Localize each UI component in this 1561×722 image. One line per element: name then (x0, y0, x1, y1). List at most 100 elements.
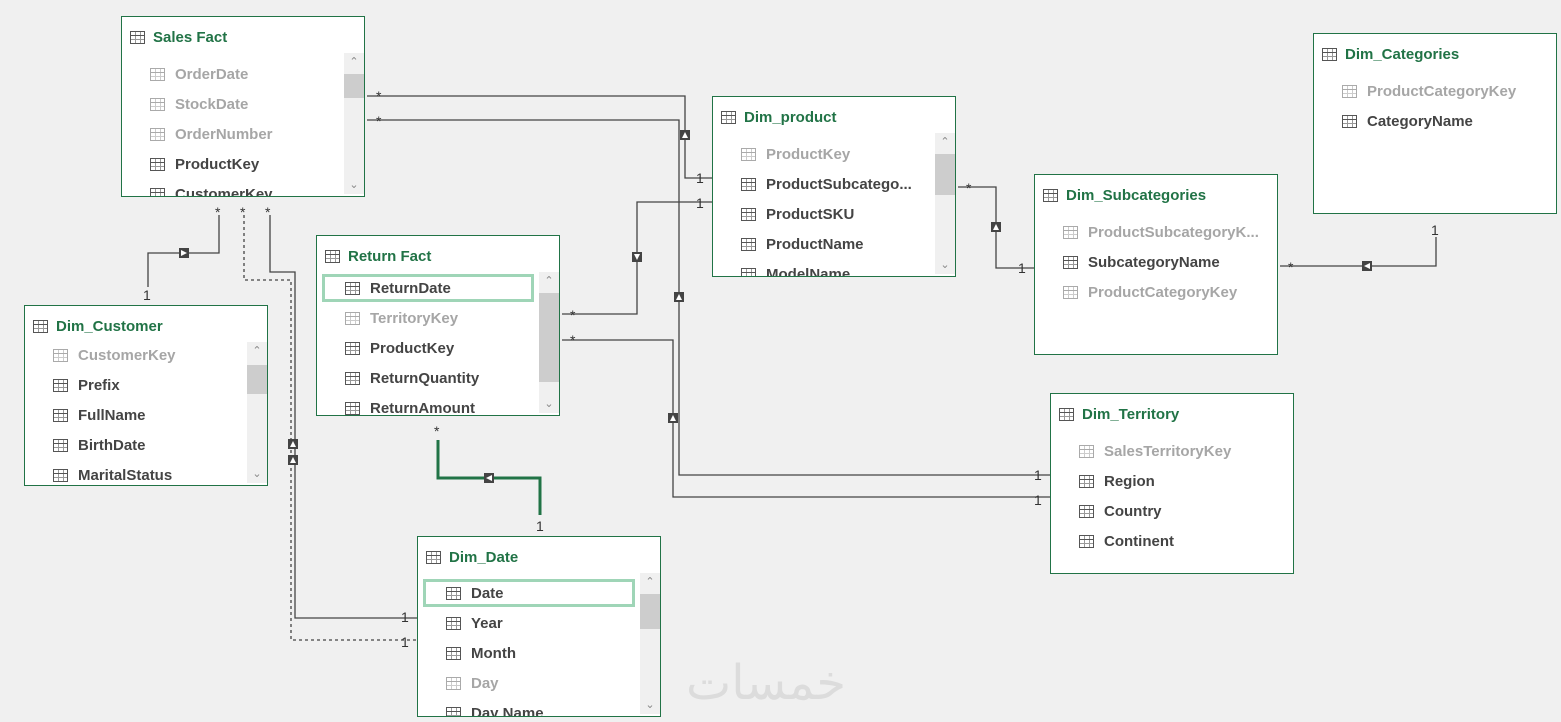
scrollbar[interactable]: ⌃⌄ (344, 53, 364, 194)
scroll-up-icon[interactable]: ⌃ (645, 576, 655, 588)
table-title[interactable]: Dim_Date (426, 549, 518, 566)
field-row[interactable]: OrderNumber (150, 123, 273, 145)
column-icon (150, 157, 165, 171)
field-row[interactable]: Date (423, 579, 635, 607)
rel-sales-date-active (269, 215, 417, 619)
scroll-down-icon[interactable]: ⌄ (544, 398, 554, 410)
field-name: FullName (78, 406, 146, 424)
rel-return-territory (562, 339, 1050, 498)
field-row[interactable]: ProductKey (150, 153, 259, 175)
table-icon (130, 31, 145, 44)
field-name: ProductCategoryKey (1088, 283, 1238, 301)
field-row[interactable]: SalesTerritoryKey (1079, 440, 1231, 462)
field-row[interactable]: Continent (1079, 530, 1174, 552)
field-name: Prefix (78, 376, 120, 394)
field-row[interactable]: ProductName (741, 233, 864, 255)
column-icon (1063, 285, 1078, 299)
column-icon (150, 97, 165, 111)
field-row[interactable]: CustomerKey (150, 183, 273, 196)
field-row[interactable]: MaritalStatus (53, 464, 172, 485)
field-name: ReturnQuantity (370, 369, 480, 387)
scroll-up-icon[interactable]: ⌃ (544, 275, 554, 287)
field-row[interactable]: ModelName (741, 263, 850, 276)
table-title[interactable]: Dim_Territory (1059, 406, 1179, 423)
field-row[interactable]: ProductSubcatego... (741, 173, 912, 195)
rel-subcategory-category (1280, 237, 1437, 267)
field-row[interactable]: Month (446, 642, 516, 664)
scroll-down-icon[interactable]: ⌄ (645, 699, 655, 711)
field-row[interactable]: Day (446, 672, 499, 694)
card-one: 1 (1018, 260, 1026, 276)
table-title[interactable]: Dim_Categories (1322, 46, 1459, 63)
scroll-up-icon[interactable]: ⌃ (349, 56, 359, 68)
field-row[interactable]: SubcategoryName (1063, 251, 1220, 273)
card-many: * (215, 204, 221, 220)
field-row[interactable]: BirthDate (53, 434, 146, 456)
scroll-down-icon[interactable]: ⌄ (252, 468, 262, 480)
field-row[interactable]: Day Name (446, 702, 544, 716)
scrollbar[interactable]: ⌃⌄ (935, 133, 955, 274)
field-row[interactable]: ProductKey (345, 337, 454, 359)
field-row[interactable]: TerritoryKey (345, 307, 458, 329)
card-one: 1 (401, 609, 409, 625)
field-row[interactable]: FullName (53, 404, 146, 426)
scroll-up-icon[interactable]: ⌃ (940, 136, 950, 148)
column-icon (345, 371, 360, 385)
card-many: * (966, 180, 972, 196)
scrollbar[interactable]: ⌃⌄ (640, 573, 660, 714)
column-icon (1079, 504, 1094, 518)
field-row[interactable]: Year (446, 612, 503, 634)
field-row[interactable]: ProductCategoryKey (1342, 80, 1516, 102)
field-row[interactable]: Region (1079, 470, 1155, 492)
table-title[interactable]: Dim_Customer (33, 318, 163, 335)
field-row[interactable]: ReturnQuantity (345, 367, 479, 389)
scroll-thumb[interactable] (539, 293, 559, 382)
scroll-up-icon[interactable]: ⌃ (252, 345, 262, 357)
field-row[interactable]: CategoryName (1342, 110, 1473, 132)
field-name: ProductKey (175, 155, 260, 173)
card-one: 1 (143, 287, 151, 303)
field-name: ProductSKU (766, 205, 855, 223)
column-icon (345, 341, 360, 355)
card-many: * (376, 113, 382, 129)
table-title[interactable]: Sales Fact (130, 29, 227, 46)
scroll-thumb[interactable] (640, 594, 660, 629)
scroll-down-icon[interactable]: ⌄ (349, 179, 359, 191)
scrollbar[interactable]: ⌃⌄ (247, 342, 267, 483)
scrollbar[interactable]: ⌃⌄ (539, 272, 559, 413)
field-row[interactable]: Country (1079, 500, 1162, 522)
scroll-thumb[interactable] (344, 74, 364, 98)
scroll-thumb[interactable] (935, 154, 955, 195)
field-row[interactable]: ReturnDate (322, 274, 534, 302)
table-title-text: Dim_Categories (1345, 46, 1460, 63)
column-icon (1079, 474, 1094, 488)
field-row[interactable]: OrderDate (150, 63, 248, 85)
field-row[interactable]: CustomerKey (53, 344, 176, 366)
field-name: Month (471, 644, 516, 662)
table-title[interactable]: Dim_product (721, 109, 837, 126)
field-row[interactable]: StockDate (150, 93, 248, 115)
card-one: 1 (1431, 222, 1439, 238)
field-row[interactable]: ProductCategoryKey (1063, 281, 1237, 303)
field-row[interactable]: Prefix (53, 374, 120, 396)
scroll-thumb[interactable] (247, 365, 267, 394)
field-name: CustomerKey (78, 346, 176, 364)
field-row[interactable]: ReturnAmount (345, 397, 475, 415)
table-title[interactable]: Return Fact (325, 248, 431, 265)
field-row[interactable]: ProductSubcategoryK... (1063, 221, 1259, 243)
table-title[interactable]: Dim_Subcategories (1043, 187, 1206, 204)
field-row[interactable]: ProductSKU (741, 203, 854, 225)
scroll-down-icon[interactable]: ⌄ (940, 259, 950, 271)
column-icon (446, 616, 461, 630)
field-name: TerritoryKey (370, 309, 459, 327)
field-row[interactable]: ProductKey (741, 143, 850, 165)
